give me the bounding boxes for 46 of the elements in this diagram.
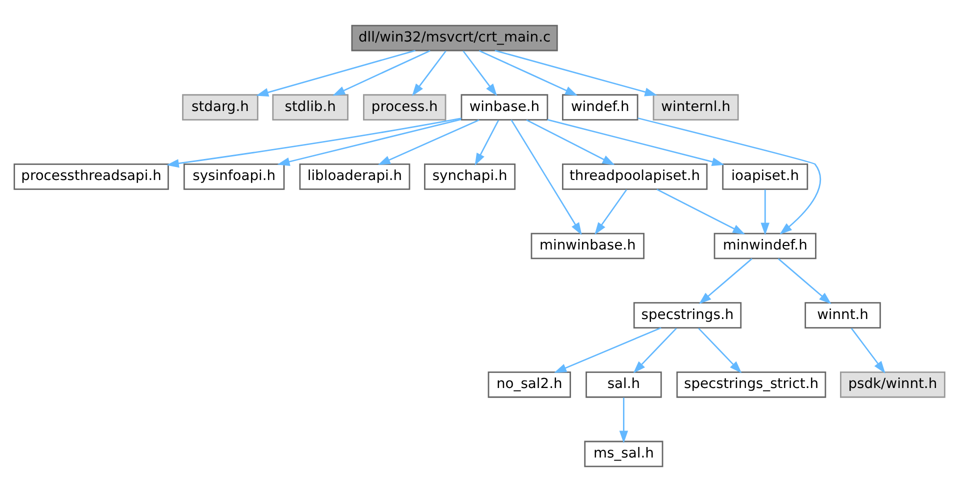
node-box: no_sal2.h [488,370,571,398]
arrow [698,327,742,373]
node-box: specstrings_strict.h [676,370,826,398]
arrow [638,116,821,234]
arrow [166,117,462,168]
arrow [760,189,770,235]
node-box: sal.h [586,370,662,398]
node-box: libloaderapi.h [299,163,410,190]
arrow [510,119,582,235]
node-box: threadpoolapiset.h [562,163,708,190]
node-box: ioapiset.h [722,163,808,190]
node-box: winnt.h [804,302,881,328]
arrow [547,118,724,166]
arrow [656,188,746,234]
node-box: stdlib.h [272,94,348,120]
arrow [778,258,832,304]
node-box: minwindef.h [714,232,816,259]
arrow [633,327,677,373]
arrow [412,50,446,96]
node-box: specstrings.h [633,302,742,328]
arrow [619,397,628,443]
arrow [277,118,462,166]
arrow [494,49,658,96]
node-box: stdarg.h [182,94,258,120]
arrow [478,50,578,96]
arrow [594,188,628,234]
node-box: winbase.h [460,94,548,120]
arrow [332,50,430,96]
node-box: dll/win32/msvcrt/crt_main.c [351,24,558,51]
node-box: ms_sal.h [584,440,664,467]
node-box: psdk/winnt.h [840,370,946,398]
arrow [850,327,886,373]
node-box: synchapi.h [424,163,516,190]
node-box: processthreadsapi.h [14,163,169,190]
node-box: minwinbase.h [530,232,644,259]
arrow [462,50,498,96]
arrow [554,326,662,372]
node-box: process.h [363,94,446,120]
node-box: winternl.h [652,94,739,120]
arrow [526,118,615,165]
node-box: windef.h [562,94,638,120]
arrow [474,120,500,166]
arrow [256,49,416,96]
node-box: sysinfoapi.h [183,163,285,190]
arrow [378,118,480,165]
arrow [698,258,752,304]
